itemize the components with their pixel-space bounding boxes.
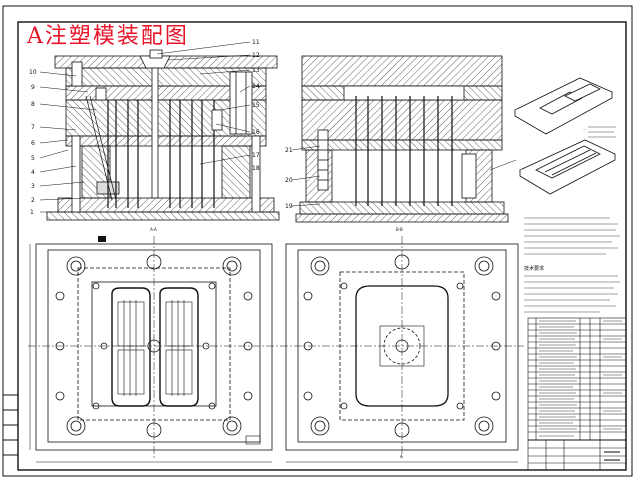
product-note-lines [588,126,616,138]
part-number-21: 21 [285,147,293,154]
part-number-1: 1 [30,209,34,216]
part-number-6: 6 [31,140,35,147]
product-3d-views: — [514,77,616,195]
technical-notes [524,217,620,313]
part-number-17: 17 [252,152,260,159]
part-number-18: 18 [252,165,260,172]
part-number-12: 12 [252,52,260,59]
section-view-right [295,55,509,223]
drawing-title: A注塑模装配图 [27,24,189,49]
tech-requirements-title: 技术要求 [524,265,544,272]
leader-lines-left [39,41,251,213]
part-number-14: 14 [252,83,260,90]
leader-lines-right [291,145,517,207]
plan-view-right [280,236,524,463]
plan-left-side-marks [98,236,261,445]
section-view-left [46,49,280,221]
part-numbers-left: 1 2 3 4 5 6 7 8 9 10 [29,69,37,216]
part-number-8: 8 [31,101,35,108]
view-label-bottom: A [400,454,403,459]
part-number-16: 16 [252,129,260,136]
sheet-border [2,5,633,477]
part-number-10: 10 [29,69,37,76]
svg-text:—: — [583,127,586,131]
part-number-4: 4 [31,169,35,176]
section-label-b: B-B [396,227,403,232]
plan-view-left [28,236,280,463]
part-number-3: 3 [31,183,35,190]
part-numbers-center: 11 12 13 14 15 16 17 18 19 20 21 [252,39,293,210]
part-number-19: 19 [285,203,293,210]
parts-list-entries [539,320,622,461]
part-number-15: 15 [252,102,260,109]
part-number-7: 7 [31,124,35,131]
part-number-9: 9 [31,84,35,91]
parts-list-table [527,317,627,471]
part-number-13: 13 [252,67,260,74]
section-label-a: A-A [150,227,157,232]
part-number-20: 20 [285,177,293,184]
part-number-2: 2 [31,197,35,204]
part-number-11: 11 [252,39,260,46]
part-number-5: 5 [31,155,35,162]
